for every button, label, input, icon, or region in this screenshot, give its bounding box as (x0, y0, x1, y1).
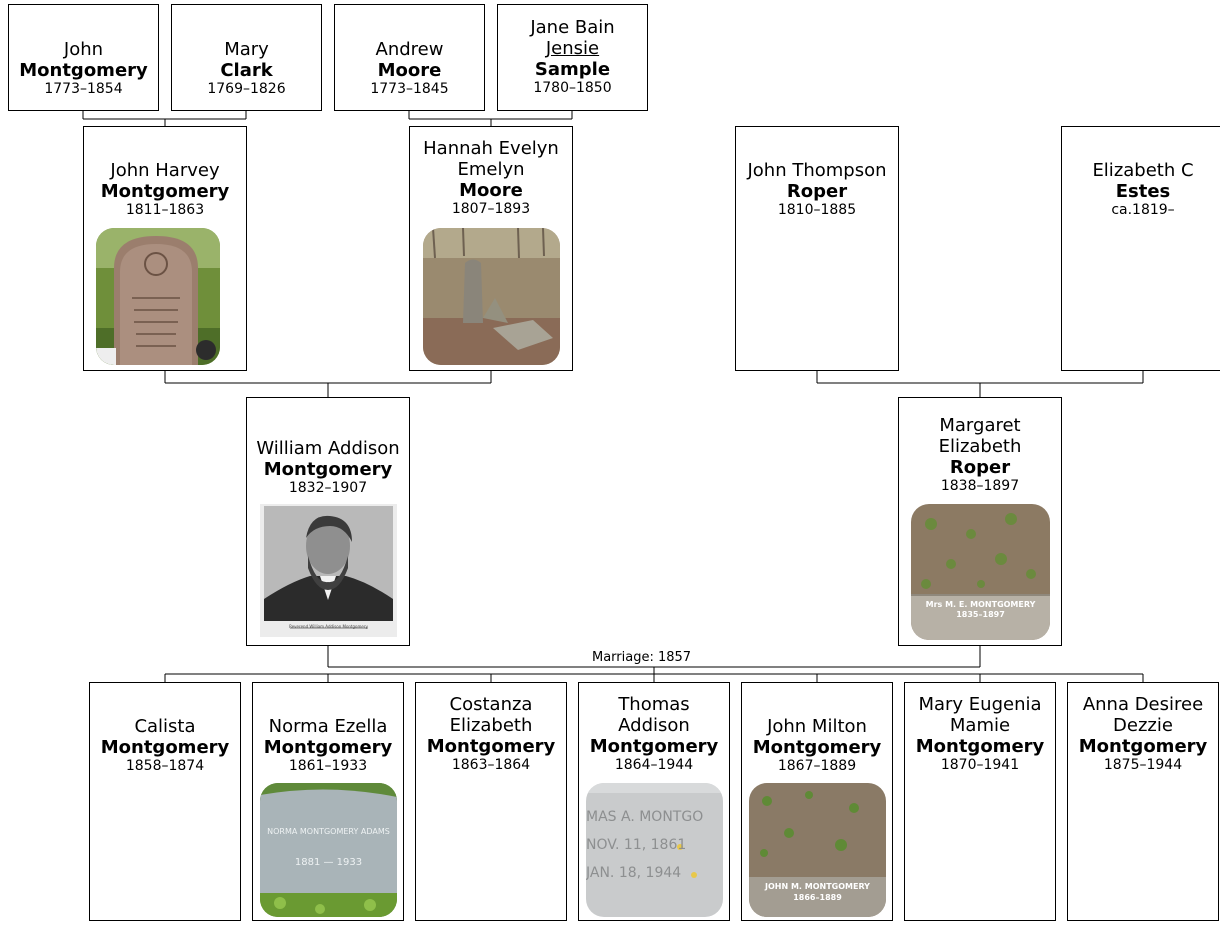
person-surname: Sample (534, 59, 611, 80)
person-surname: Montgomery (263, 459, 393, 480)
person-card-john-milton-montgomery[interactable]: John Milton Montgomery 1867–1889 JOHN M.… (741, 682, 893, 921)
person-card-hannah-moore[interactable]: Hannah Evelyn Emelyn Moore 1807–1893 (409, 126, 573, 371)
person-given-name: Jane Bain (530, 17, 615, 38)
person-given-name: Anna Desiree (1082, 694, 1204, 715)
person-card-william-addison-montgomery[interactable]: William Addison Montgomery 1832–1907 Rev… (246, 397, 410, 646)
person-dates: 1861–1933 (288, 758, 368, 774)
person-dates: 1864–1944 (614, 757, 694, 773)
grave-site-photo[interactable] (423, 228, 560, 365)
person-given-name-line2: Elizabeth (938, 436, 1022, 457)
person-card-anna-desiree-montgomery[interactable]: Anna Desiree Dezzie Montgomery 1875–1944 (1067, 682, 1219, 921)
person-given-name-line2: Addison (618, 715, 690, 736)
person-given-name: Elizabeth C (1092, 160, 1194, 181)
person-dates: 1838–1897 (940, 478, 1020, 494)
person-given-name: Mary (224, 39, 269, 60)
person-card-john-montgomery[interactable]: John Montgomery 1773–1854 (8, 4, 159, 111)
person-dates: 1867–1889 (777, 758, 857, 774)
person-surname: Montgomery (589, 736, 719, 757)
person-dates: 1773–1845 (370, 81, 449, 97)
grave-marker-photo[interactable]: JOHN M. MONTGOMERY 1866–1889 (749, 783, 886, 917)
person-surname: Roper (786, 181, 848, 202)
person-given-name-line2: Elizabeth (449, 715, 533, 736)
gravestone-photo[interactable]: NORMA MONTGOMERY ADAMS 1881 — 1933 (260, 783, 397, 917)
person-given-name-line2: Mamie (949, 715, 1011, 736)
person-dates: 1811–1863 (125, 202, 205, 218)
person-surname: Estes (1115, 181, 1171, 202)
person-surname: Montgomery (100, 737, 230, 758)
person-surname: Montgomery (915, 736, 1045, 757)
person-dates: 1858–1874 (125, 758, 205, 774)
person-card-mary-clark[interactable]: Mary Clark 1769–1826 (171, 4, 322, 111)
person-given-name: Thomas (618, 694, 690, 715)
person-surname: Montgomery (752, 737, 882, 758)
person-surname: Montgomery (19, 60, 148, 81)
grave-marker-inscription-name: JOHN M. MONTGOMERY (765, 882, 870, 891)
person-given-name: Hannah Evelyn (423, 138, 559, 159)
person-dates: 1870–1941 (940, 757, 1020, 773)
person-given-name: John Milton (767, 716, 867, 737)
person-given-name: John Thompson (747, 160, 887, 181)
grave-marker-photo[interactable]: Mrs M. E. MONTGOMERY 1835–1897 (911, 504, 1050, 640)
person-surname: Montgomery (263, 737, 393, 758)
gravestone-inscription-name: NORMA MONTGOMERY ADAMS (267, 827, 390, 836)
gravestone-inscription-line3: JAN. 18, 1944 (586, 865, 682, 881)
person-dates: ca.1819– (1111, 202, 1175, 218)
gravestone-inscription-years: 1881 — 1933 (294, 857, 363, 868)
person-surname: Montgomery (100, 181, 230, 202)
portrait-caption: Reverend William Addison Montgomery (289, 624, 368, 629)
person-card-margaret-elizabeth-roper[interactable]: Margaret Elizabeth Roper 1838–1897 Mrs M… (898, 397, 1062, 646)
person-surname: Moore (377, 60, 442, 81)
grave-marker-inscription: Mrs M. E. MONTGOMERY 1835–1897 (925, 600, 1036, 619)
person-card-andrew-moore[interactable]: Andrew Moore 1773–1845 (334, 4, 485, 111)
person-surname: Moore (459, 180, 523, 201)
gravestone-photo[interactable] (96, 228, 220, 365)
person-card-norma-ezella-montgomery[interactable]: Norma Ezella Montgomery 1861–1933 NORMA … (252, 682, 404, 921)
person-card-jane-sample[interactable]: Jane Bain Jensie Sample 1780–1850 (497, 4, 648, 111)
person-given-name: Mary Eugenia (918, 694, 1042, 715)
person-nickname: Jensie (545, 38, 600, 59)
person-dates: 1863–1864 (451, 757, 531, 773)
gravestone-photo[interactable]: MAS A. MONTGO NOV. 11, 1861 JAN. 18, 194… (586, 783, 723, 917)
person-card-john-thompson-roper[interactable]: John Thompson Roper 1810–1885 (735, 126, 899, 371)
person-card-calista-montgomery[interactable]: Calista Montgomery 1858–1874 (89, 682, 241, 921)
person-card-elizabeth-estes[interactable]: Elizabeth C Estes ca.1819– (1061, 126, 1220, 371)
person-given-name: Calista (134, 716, 196, 737)
person-dates: 1810–1885 (777, 202, 857, 218)
person-card-mary-eugenia-montgomery[interactable]: Mary Eugenia Mamie Montgomery 1870–1941 (904, 682, 1056, 921)
person-surname: Montgomery (1078, 736, 1208, 757)
person-given-name: William Addison (256, 438, 400, 459)
person-given-name: Norma Ezella (268, 716, 388, 737)
person-dates: 1773–1854 (44, 81, 123, 97)
person-card-costanza-elizabeth-montgomery[interactable]: Costanza Elizabeth Montgomery 1863–1864 (415, 682, 567, 921)
person-given-name: John (63, 39, 104, 60)
person-dates: 1769–1826 (207, 81, 286, 97)
gravestone-inscription-line2: NOV. 11, 1861 (586, 837, 687, 853)
person-given-name: Margaret (939, 415, 1021, 436)
gravestone-inscription-line1: MAS A. MONTGO (586, 809, 704, 825)
person-given-name: Costanza (449, 694, 533, 715)
person-given-name: Andrew (375, 39, 444, 60)
grave-marker-inscription-years: 1866–1889 (793, 893, 842, 902)
person-given-name-line2: Emelyn (457, 159, 525, 180)
person-given-name-line2: Dezzie (1113, 715, 1173, 736)
person-dates: 1875–1944 (1103, 757, 1183, 773)
marriage-label: Marriage: 1857 (590, 650, 694, 665)
person-dates: 1832–1907 (288, 480, 368, 496)
person-surname: Roper (949, 457, 1011, 478)
person-dates: 1780–1850 (533, 80, 612, 96)
person-card-thomas-addison-montgomery[interactable]: Thomas Addison Montgomery 1864–1944 MAS … (578, 682, 730, 921)
portrait-photo[interactable]: Reverend William Addison Montgomery (260, 504, 397, 637)
person-card-john-harvey-montgomery[interactable]: John Harvey Montgomery 1811–1863 (83, 126, 247, 371)
person-dates: 1807–1893 (451, 201, 531, 217)
person-given-name: John Harvey (110, 160, 220, 181)
person-surname: Montgomery (426, 736, 556, 757)
person-surname: Clark (220, 60, 273, 81)
